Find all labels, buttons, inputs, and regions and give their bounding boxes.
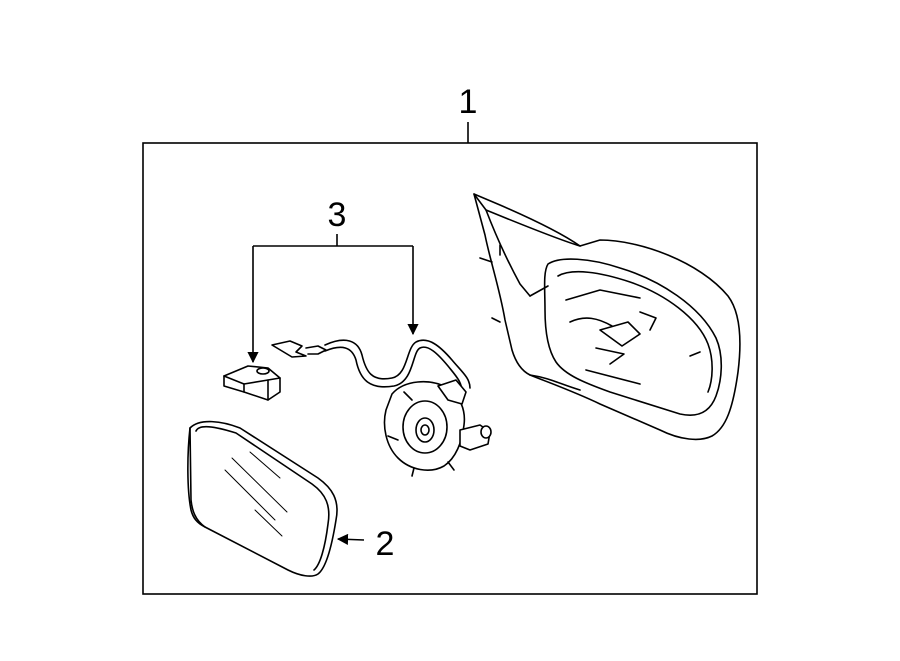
callout-3-leader	[247, 234, 419, 364]
mirror-glass	[187, 420, 338, 577]
mirror-housing	[473, 193, 741, 441]
wiring-harness	[271, 339, 471, 393]
connector-plug	[223, 365, 281, 401]
callout-3-label: 3	[328, 196, 347, 234]
callout-2-label: 2	[376, 525, 395, 563]
callout-1-label: 1	[459, 83, 478, 121]
callout-2-leader	[336, 533, 365, 545]
mirror-motor	[383, 379, 492, 477]
assembly-frame	[142, 142, 758, 595]
